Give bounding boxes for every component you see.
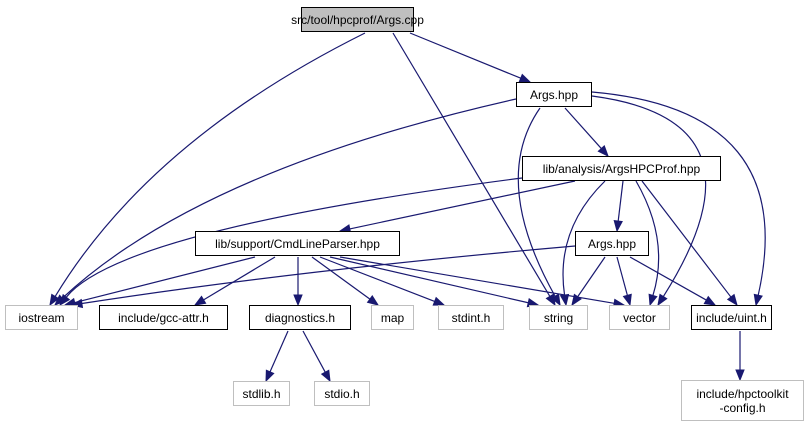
arrowhead-args_hpp-to-string: [550, 293, 561, 307]
node-analysis-args-hpp[interactable]: Args.hpp: [575, 231, 649, 256]
node-iostream: iostream: [5, 305, 78, 330]
arrowhead-uint-to-hpctoolkitcfg: [735, 369, 745, 382]
arrowhead-args_hpp2-to-string: [571, 293, 582, 307]
arrowhead-argshpcprof-to-uint: [726, 293, 738, 307]
node-cmdlineparser-hpp[interactable]: lib/support/CmdLineParser.hpp: [195, 231, 400, 256]
arrowhead-root-to-args_hpp: [518, 73, 532, 83]
arrowhead-argshpcprof-to-args_hpp2: [613, 220, 623, 233]
edge-argshpcprof-to-string: [562, 180, 606, 296]
node-hpctoolkit-config-h: include/hpctoolkit -config.h: [681, 380, 804, 421]
node-stdlib-h: stdlib.h: [233, 381, 290, 406]
arrowhead-argshpcprof-to-string: [559, 293, 570, 307]
node-stdint-h: stdint.h: [438, 305, 504, 330]
edge-argshpcprof-to-vector: [635, 180, 660, 296]
arrowhead-args_hpp-to-uint: [753, 293, 763, 307]
arrowhead-root-to-iostream: [49, 293, 60, 307]
arrowhead-argshpcprof-to-vector: [648, 293, 658, 307]
arrowhead-args_hpp-to-argshpcprof: [597, 145, 609, 158]
node-map: map: [371, 305, 414, 330]
arrowhead-argshpcprof-to-iostream: [59, 293, 71, 307]
edge-argshpcprof-to-args_hpp2: [617, 180, 624, 222]
node-gcc-attr-h[interactable]: include/gcc-attr.h: [99, 305, 228, 330]
node-diagnostics-h[interactable]: diagnostics.h: [249, 305, 351, 330]
edge-cmdline-to-map: [311, 256, 371, 300]
arrowhead-diagnostics-to-stdlib: [265, 369, 275, 383]
edge-argshpcprof-to-uint: [641, 180, 732, 298]
edge-args_hpp-to-iostream: [61, 98, 517, 299]
arrowhead-diagnostics-to-stdio: [320, 369, 331, 383]
arrowhead-cmdline-to-gccattr: [193, 295, 207, 306]
node-vector: vector: [609, 305, 670, 330]
edge-root-to-args_hpp: [409, 32, 521, 79]
node-stdio-h: stdio.h: [314, 381, 370, 406]
edge-args_hpp-to-uint: [591, 91, 766, 296]
edge-args_hpp2-to-uint: [629, 256, 707, 301]
node-string: string: [529, 305, 588, 330]
node-root-args-cpp[interactable]: src/tool/hpcprof/Args.cpp: [291, 7, 424, 32]
edge-cmdline-to-gccattr: [203, 256, 276, 301]
edge-args_hpp-to-vector: [591, 95, 707, 297]
arrowhead-cmdline-to-diagnostics: [293, 294, 303, 307]
node-args-hpp[interactable]: Args.hpp: [516, 82, 592, 107]
edge-cmdline-to-string: [329, 256, 529, 304]
arrowhead-args_hpp2-to-vector: [622, 293, 632, 307]
edge-args_hpp2-to-string: [577, 256, 606, 298]
arrowhead-args_hpp-to-vector: [657, 293, 668, 307]
arrowhead-cmdline-to-map: [366, 294, 380, 306]
edge-args_hpp-to-string: [517, 107, 556, 297]
edge-args_hpp2-to-iostream: [81, 245, 576, 305]
node-argshpcprof-hpp[interactable]: lib/analysis/ArgsHPCProf.hpp: [522, 156, 721, 181]
edge-args_hpp2-to-vector: [616, 256, 628, 296]
node-uint-h[interactable]: include/uint.h: [691, 305, 772, 330]
edge-root-to-string: [392, 32, 551, 297]
edge-args_hpp-to-argshpcprof: [564, 107, 602, 149]
edge-diagnostics-to-stdlib: [269, 330, 289, 373]
edge-diagnostics-to-stdio: [302, 330, 326, 373]
edge-argshpcprof-to-cmdline: [349, 180, 576, 230]
edge-cmdline-to-stdint: [319, 256, 435, 302]
arrowhead-args_hpp2-to-uint: [703, 295, 717, 306]
edge-root-to-iostream: [54, 32, 366, 297]
arrowhead-cmdline-to-stdint: [432, 296, 446, 306]
edge-cmdline-to-iostream: [74, 256, 256, 304]
